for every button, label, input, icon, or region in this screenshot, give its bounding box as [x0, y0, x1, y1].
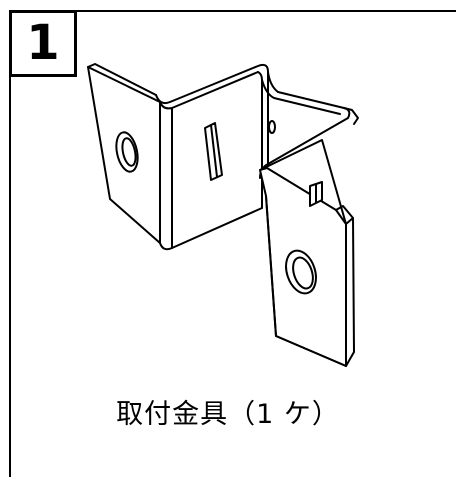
panel-border-left: [9, 10, 11, 477]
step-number: 1: [26, 14, 60, 71]
figure-caption: 取付金具（1 ケ）: [116, 399, 340, 430]
panel-border-top: [9, 10, 456, 12]
step-number-badge: 1: [9, 10, 77, 77]
